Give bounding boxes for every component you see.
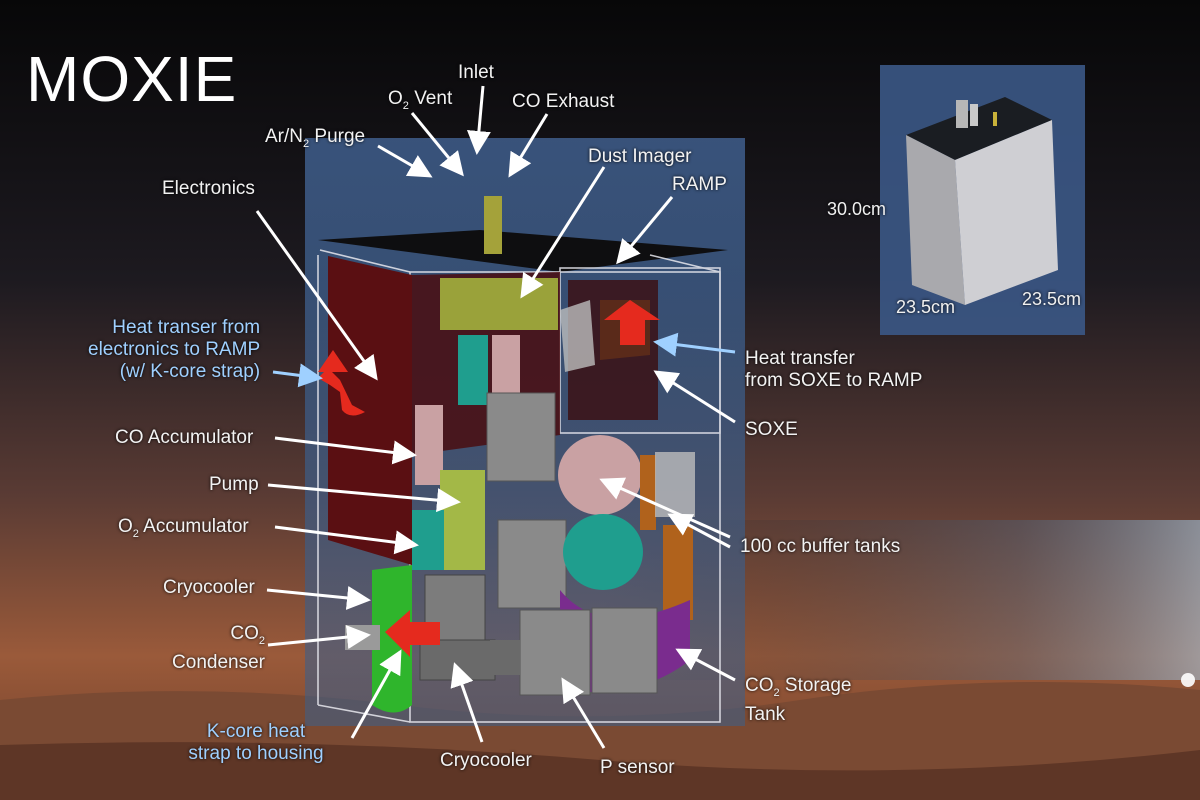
buffer-tank-teal	[563, 514, 643, 590]
grey-box-2	[497, 519, 567, 609]
o2-vent-label: O2 Vent	[388, 88, 453, 112]
heat-transfer-soxe-line1: Heat transfer	[745, 348, 855, 369]
grey-box-1	[486, 392, 556, 482]
cryocooler-left-label: Cryocooler	[163, 577, 255, 598]
kcore-strap-line2: strap to housing	[188, 743, 324, 764]
pump-shape	[440, 470, 485, 570]
soxe-label: SOXE	[745, 419, 798, 440]
heat-arrow-condenser	[385, 610, 440, 657]
buffer-tank-pink	[558, 435, 642, 515]
heat-transfer-electronics-line2: electronics to RAMP	[88, 339, 261, 360]
purge-text: Purge	[314, 126, 366, 147]
heat-transfer-electronics-line1: Heat transer from	[112, 317, 261, 338]
heat-arrow-soxe	[604, 300, 660, 345]
inset-width-label: 23.5cm	[896, 297, 956, 317]
heat-transfer-electronics-line3: (w/ K-core strap)	[119, 361, 261, 382]
buffer-tanks-label: 100 cc buffer tanks	[740, 536, 901, 557]
electronics-label: Electronics	[162, 178, 255, 199]
co-exhaust-label: CO Exhaust	[512, 91, 615, 112]
co2-condenser-label: CO2 Condenser	[165, 623, 265, 674]
inlet-pipe	[484, 196, 502, 254]
inset-height-label: 30.0cm	[827, 199, 887, 219]
electronics-box	[328, 256, 412, 565]
co2-text: CO	[230, 623, 259, 644]
heat-transfer-soxe-line2: from SOXE to RAMP	[745, 370, 923, 391]
co2-storage-label: CO2 Storage Tank	[745, 675, 851, 726]
cryocooler-bottom-label: Cryocooler	[440, 750, 532, 771]
kcore-strap-label: K-core heat strap to housing	[176, 721, 336, 765]
dust-imager-label: Dust Imager	[588, 146, 692, 167]
co2-storage-line2: Tank	[745, 703, 786, 725]
co2-condenser-line1: CO2	[230, 623, 265, 647]
o2-vent-text: Vent	[414, 88, 453, 109]
heat-transfer-electronics-label: Heat transer from electronics to RAMP (w…	[88, 317, 260, 383]
co2-storage-line1: CO2 Storage	[745, 675, 852, 699]
o2-accumulator-label: O2 Accumulator	[118, 516, 249, 540]
heat-transfer-soxe-label: Heat transfer from SOXE to RAMP	[745, 348, 922, 392]
dust-imager-box	[440, 278, 558, 330]
p-sensor-label: P sensor	[600, 757, 675, 778]
inlet-label: Inlet	[458, 62, 494, 83]
o2-accumulator-text: Accumulator	[143, 516, 249, 537]
kcore-strap-line1: K-core heat	[206, 721, 306, 742]
heat-arrow-electronics	[318, 368, 365, 416]
storage-text: Storage	[784, 675, 852, 696]
co-accumulator-label: CO Accumulator	[115, 427, 254, 448]
ar-n2-purge-label: Ar/N2 Purge	[265, 126, 366, 150]
size-inset	[880, 65, 1085, 335]
co-accumulator-shape	[415, 405, 443, 485]
pump-label: Pump	[209, 474, 259, 495]
inset-depth-label: 23.5cm	[1022, 289, 1082, 309]
teal-tank-top	[458, 335, 488, 405]
co2-condenser-line2: Condenser	[172, 651, 265, 673]
leader-lines	[255, 85, 736, 749]
page-title: MOXIE	[26, 43, 238, 115]
ramp-label: RAMP	[672, 174, 727, 195]
o2-accumulator-shape	[412, 510, 444, 570]
